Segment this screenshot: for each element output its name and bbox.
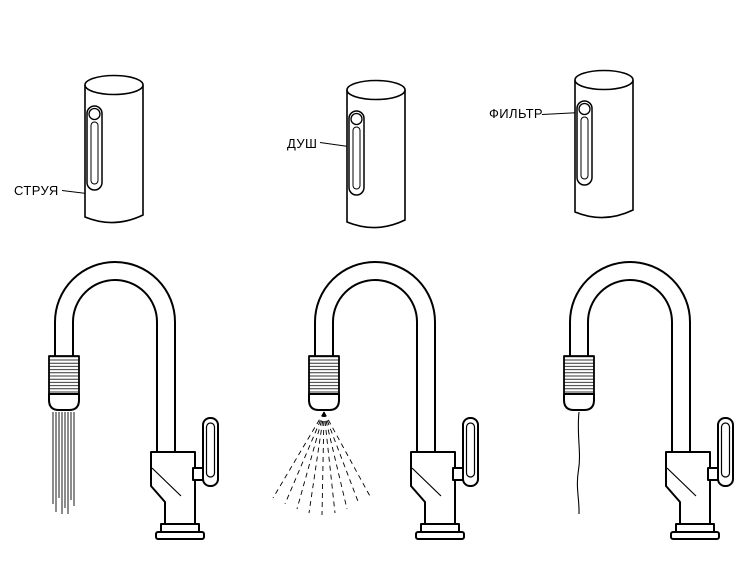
water-thin-stream-icon	[576, 411, 581, 515]
mode-label-stream: СТРУЯ	[14, 183, 59, 198]
mode-label-shower: ДУШ	[287, 136, 318, 151]
water-solid-stream-icon	[52, 412, 75, 514]
spray-head-illustration-stream	[84, 74, 144, 224]
spray-head-illustration-shower	[346, 79, 406, 229]
spray-head-illustration-filter	[574, 69, 634, 219]
faucet-illustration-stream	[48, 261, 219, 540]
water-spray-fan-icon	[272, 411, 372, 516]
faucet-illustration-shower	[272, 261, 479, 540]
faucet-illustration-filter	[563, 261, 734, 540]
mode-label-filter: ФИЛЬТР	[489, 106, 544, 121]
